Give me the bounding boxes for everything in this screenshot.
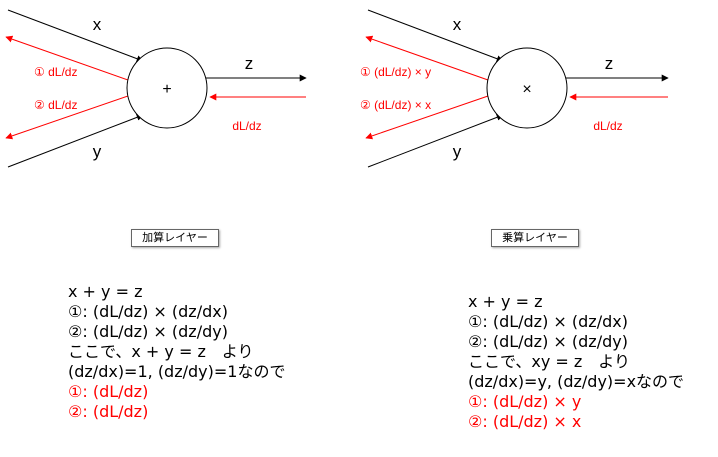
mul-y-label: y — [453, 142, 462, 161]
mul-grad1-label: ① (dL/dz) × y — [360, 65, 431, 79]
mul-eq-line: (dz/dx)=y, (dz/dy)=xなので — [468, 372, 685, 391]
mul-layer-graph: × x y z dL/dz ① (dL/dz) × y ② (dL/dz) × … — [360, 9, 669, 168]
mul-eq-line: ここで、xy = z より — [468, 352, 630, 371]
add-y-forward-arrow — [7, 113, 144, 168]
mul-node-circle — [486, 47, 568, 129]
mul-grad1-backward-arrow — [365, 35, 489, 81]
add-x-label: x — [93, 15, 102, 34]
mul-eq-line: x + y = z — [468, 292, 543, 311]
add-operator-symbol: + — [162, 81, 171, 98]
add-equations: x + y = z ①: (dL/dz) × (dz/dx) ②: (dL/dz… — [68, 282, 285, 422]
add-z-label: z — [245, 54, 254, 73]
add-grad1-label: ① dL/dz — [34, 65, 77, 79]
mul-result-line: ②: (dL/dz) × x — [468, 412, 582, 431]
mul-equations: x + y = z ①: (dL/dz) × (dz/dx) ②: (dL/dz… — [468, 292, 684, 432]
mul-eq-line: ①: (dL/dz) × (dz/dx) — [468, 312, 628, 331]
add-eq-line: ①: (dL/dz) × (dz/dx) — [68, 302, 228, 321]
add-x-forward-arrow — [7, 9, 144, 63]
add-eq-line: ②: (dL/dz) × (dz/dy) — [68, 322, 228, 341]
mul-grad2-backward-arrow — [365, 95, 489, 140]
mul-operator-symbol: × — [522, 81, 531, 98]
mul-y-forward-arrow — [367, 113, 504, 168]
add-grad2-backward-arrow — [5, 95, 129, 140]
add-grad1-backward-arrow — [5, 35, 129, 81]
add-eq-line: ここで、x + y = z より — [68, 342, 254, 361]
add-result-line: ②: (dL/dz) — [68, 402, 149, 421]
add-eq-line: x + y = z — [68, 282, 143, 301]
add-y-label: y — [93, 142, 102, 161]
mul-dz-label: dL/dz — [593, 119, 622, 133]
add-grad2-label: ② dL/dz — [34, 98, 77, 112]
add-eq-line: (dz/dx)=1, (dz/dy)=1なので — [68, 362, 286, 381]
computational-graph-diagram: + x y z dL/dz ① dL/dz ② dL/dz × x y z dL… — [5, 9, 669, 168]
mul-grad2-label: ② (dL/dz) × x — [360, 98, 431, 112]
add-layer-badge: 加算レイヤー — [131, 229, 219, 247]
mul-result-line: ①: (dL/dz) × y — [468, 392, 582, 411]
mul-eq-line: ②: (dL/dz) × (dz/dy) — [468, 332, 628, 351]
add-node-circle — [126, 47, 208, 129]
mul-layer-badge: 乗算レイヤー — [491, 229, 579, 247]
mul-z-label: z — [605, 54, 614, 73]
mul-x-forward-arrow — [367, 9, 504, 63]
mul-x-label: x — [453, 15, 462, 34]
add-result-line: ①: (dL/dz) — [68, 382, 149, 401]
add-layer-graph: + x y z dL/dz ① dL/dz ② dL/dz — [5, 9, 307, 168]
add-dz-label: dL/dz — [232, 119, 261, 133]
